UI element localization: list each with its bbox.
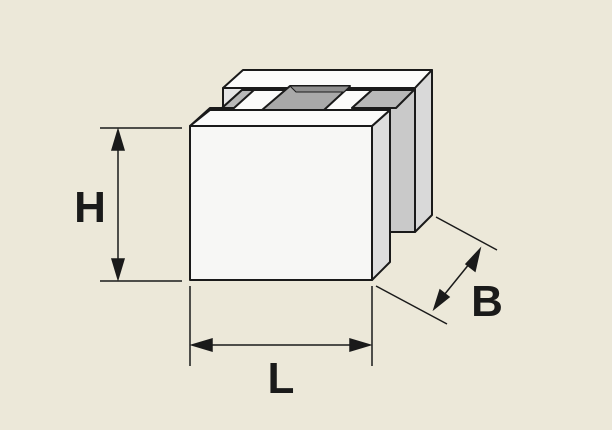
length-label: L [268, 354, 295, 403]
breadth-arrow-upper [464, 246, 482, 273]
breadth-arrow-lower [432, 288, 451, 312]
front-top-edge [189, 109, 391, 127]
left-slot [221, 89, 255, 109]
back-front-strip [389, 87, 416, 233]
breadth-dimension [375, 216, 498, 325]
height-arrow-bottom [110, 258, 126, 282]
front-side-face [371, 109, 391, 281]
height-arrow-top [110, 127, 126, 151]
breadth-extension-lower [375, 285, 448, 325]
center-hollow-wall [289, 85, 351, 93]
height-dimension [100, 127, 182, 282]
breadth-label: B [471, 277, 503, 326]
breadth-extension-upper [435, 216, 498, 251]
height-label: H [74, 183, 106, 232]
length-dimension [189, 286, 373, 366]
back-side-face [414, 69, 433, 233]
front-block [189, 109, 391, 281]
right-slot [351, 89, 415, 109]
length-arrow-left [189, 337, 213, 353]
length-arrow-right [349, 337, 373, 353]
back-block [222, 69, 433, 233]
front-face [189, 125, 373, 281]
